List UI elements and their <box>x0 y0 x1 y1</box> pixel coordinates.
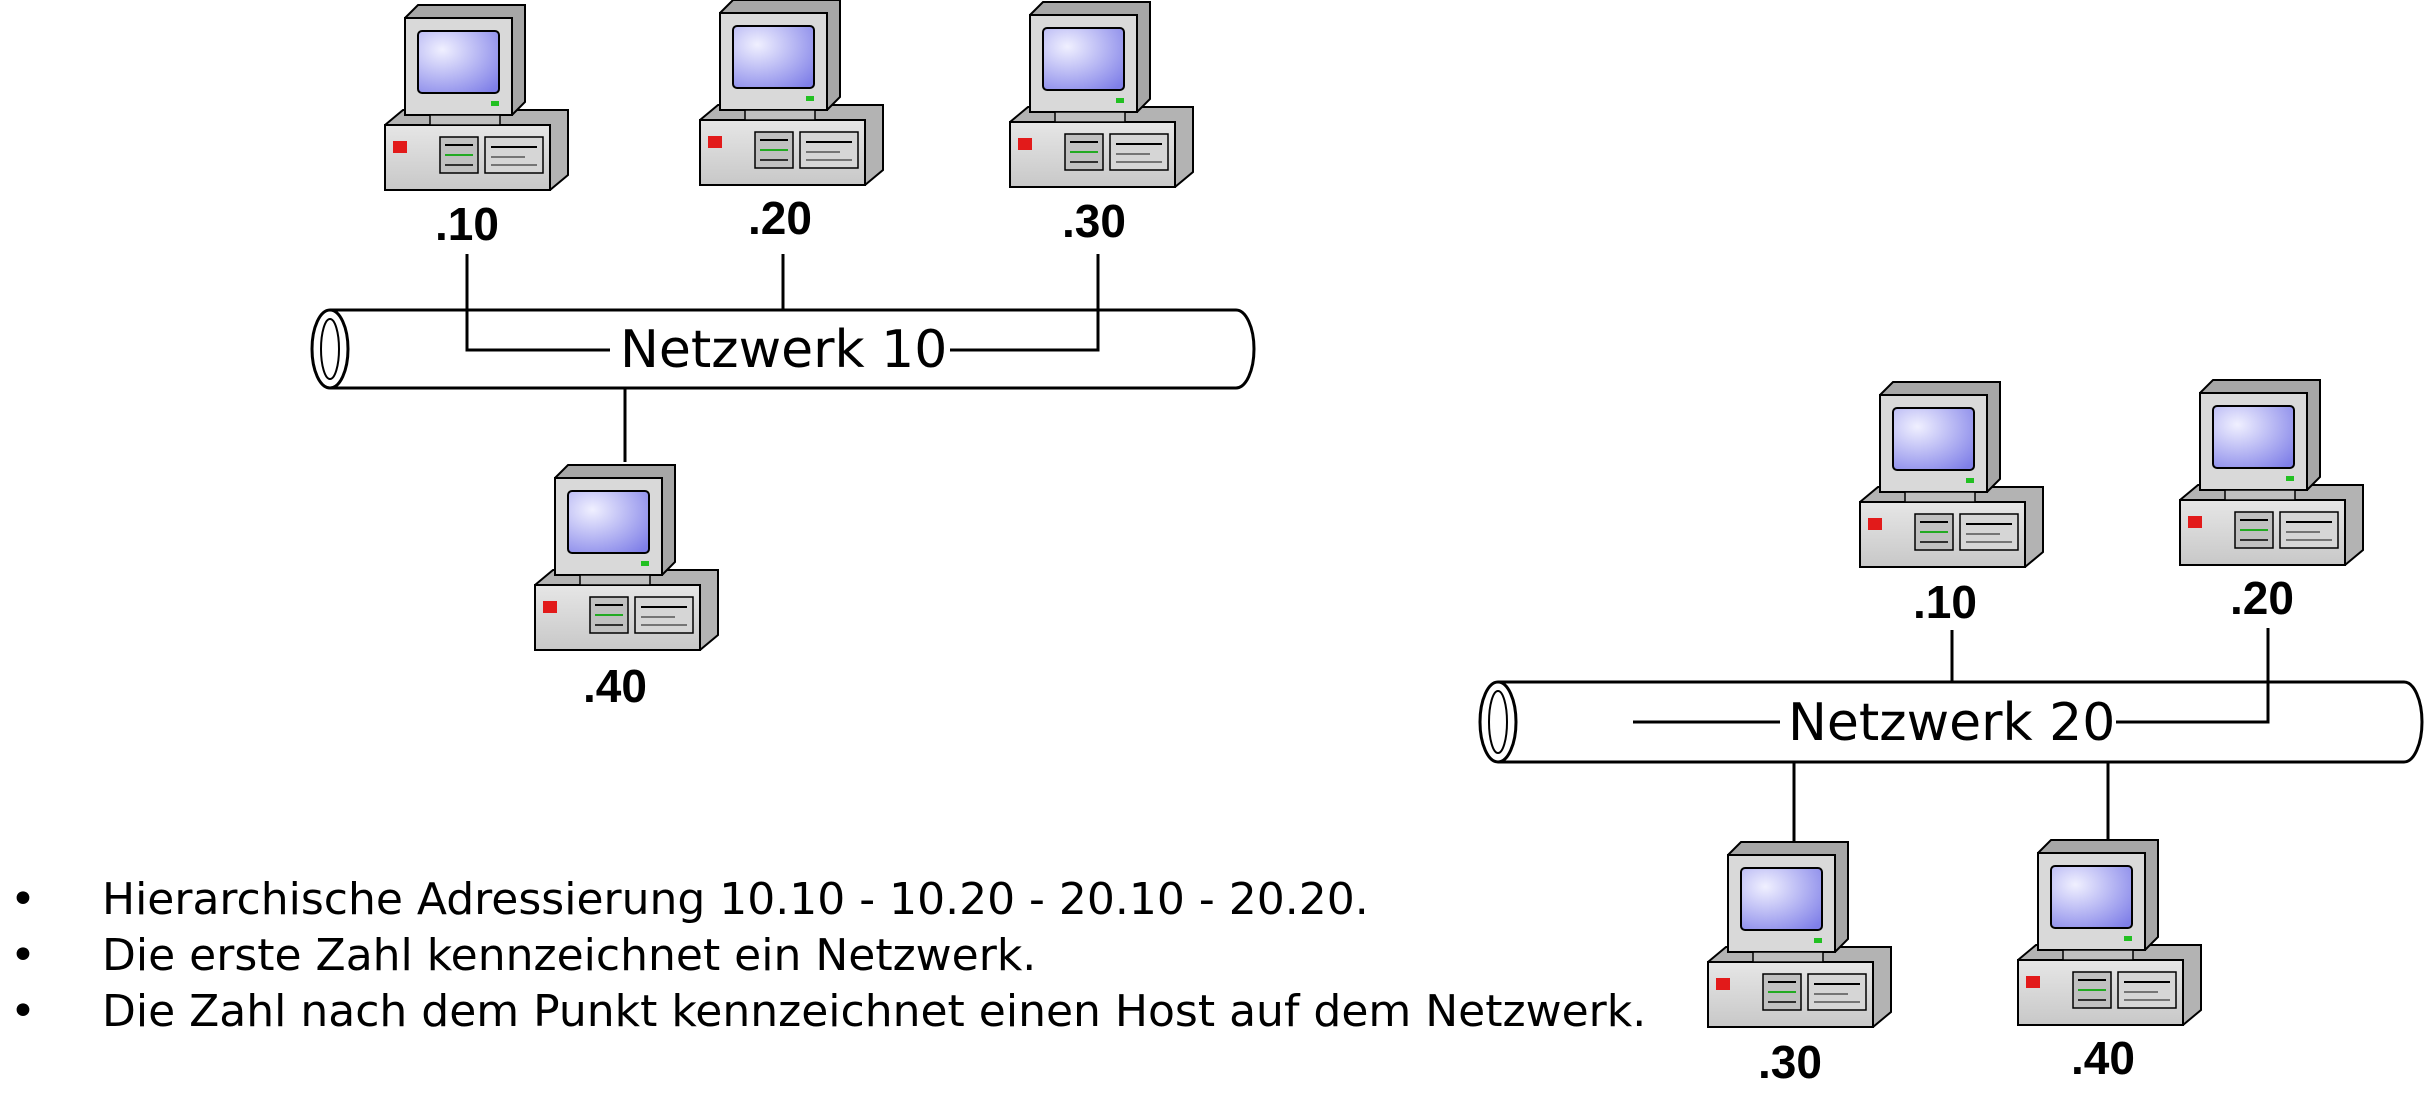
host-20-40-label: .40 <box>2071 1032 2135 1084</box>
host-10-10-computer-icon <box>384 4 569 191</box>
host-10-20-computer-icon <box>699 0 884 186</box>
network-10: Netzwerk 10 .10 .20 .30 .40 <box>310 0 1256 712</box>
host-10-40-computer-icon <box>534 464 719 651</box>
network-20-label: Netzwerk 20 <box>1788 693 2115 753</box>
host-10-30-label: .30 <box>1062 195 1126 247</box>
host-20-10-label: .10 <box>1913 576 1977 628</box>
host-20-20-computer-icon <box>2179 379 2364 566</box>
network-20-links <box>1633 628 2270 842</box>
network-10-label: Netzwerk 10 <box>620 320 947 380</box>
note-item: Die Zahl nach dem Punkt kennzeichnet ein… <box>10 984 1646 1040</box>
network-10-links <box>465 254 1100 462</box>
network-20-bus <box>1478 680 2424 764</box>
host-10-40-label: .40 <box>583 660 647 712</box>
network-20: Netzwerk 20 .10 .20 .30 .40 <box>1478 379 2424 1088</box>
note-item: Hierarchische Adressierung 10.10 - 10.20… <box>10 872 1646 928</box>
host-10-30-computer-icon <box>1009 1 1194 188</box>
host-20-30-label: .30 <box>1758 1036 1822 1088</box>
note-item: Die erste Zahl kennzeichnet ein Netzwerk… <box>10 928 1646 984</box>
host-20-30-computer-icon <box>1707 841 1892 1028</box>
host-10-10-label: .10 <box>435 198 499 250</box>
host-20-10-computer-icon <box>1859 381 2044 568</box>
network-10-bus <box>310 308 1256 390</box>
host-20-20-label: .20 <box>2230 572 2294 624</box>
host-20-40-computer-icon <box>2017 839 2202 1026</box>
host-10-20-label: .20 <box>748 192 812 244</box>
notes-list: Hierarchische Adressierung 10.10 - 10.20… <box>10 872 1646 1040</box>
